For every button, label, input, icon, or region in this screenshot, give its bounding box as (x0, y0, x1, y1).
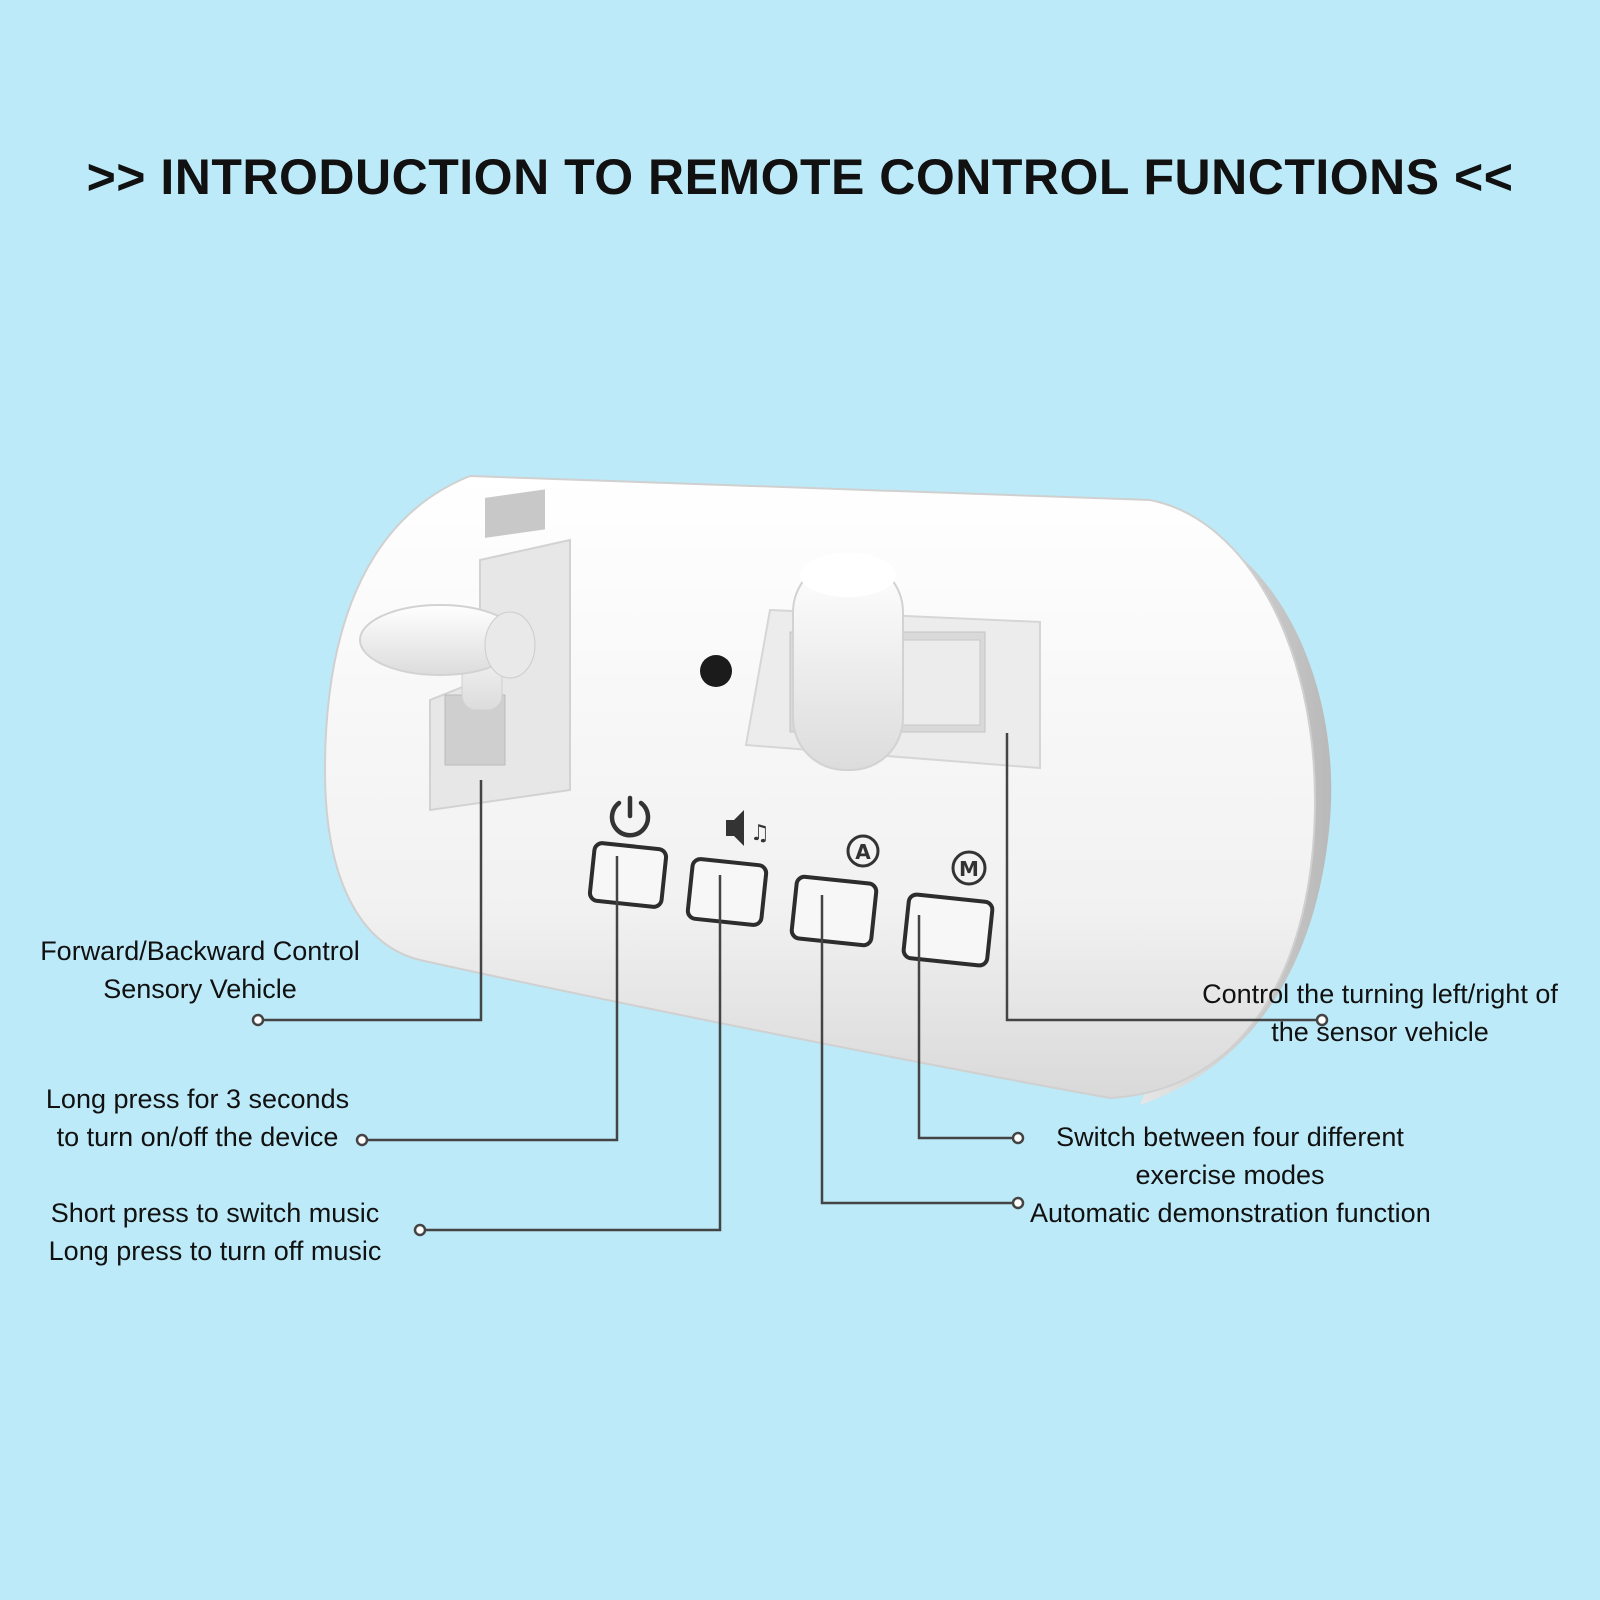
turning-lever[interactable] (744, 553, 1041, 771)
power-button[interactable] (587, 841, 669, 909)
callout-turning-line2: the sensor vehicle (1271, 1017, 1489, 1047)
leader-line-turning (1005, 733, 1318, 1022)
callout-music-line1: Short press to switch music (50, 1198, 380, 1228)
leader-dot-power (355, 1133, 369, 1147)
callout-modes: Switch between four different exercise m… (1030, 1118, 1430, 1194)
leader-line-music (424, 875, 722, 1232)
leader-dot-forward-backward (251, 1013, 265, 1027)
callout-power: Long press for 3 seconds to turn on/off … (20, 1080, 375, 1156)
leader-line-auto (820, 895, 1014, 1205)
leader-line-power (366, 856, 619, 1142)
exercise-mode-button[interactable] (901, 892, 995, 968)
callout-auto: Automatic demonstration function (1030, 1194, 1490, 1232)
callout-music-line2: Long press to turn off music (48, 1236, 382, 1266)
page-title: >> INTRODUCTION TO REMOTE CONTROL FUNCTI… (86, 149, 1514, 205)
auto-mode-icon: A (846, 834, 880, 868)
power-icon (609, 795, 651, 838)
leader-dot-modes (1011, 1131, 1025, 1145)
callout-modes-line1: Switch between four different (1056, 1122, 1404, 1152)
auto-demo-button[interactable] (789, 874, 879, 948)
forward-backward-lever[interactable] (359, 489, 571, 812)
callout-power-line2: to turn on/off the device (56, 1122, 339, 1152)
leader-dot-auto (1011, 1196, 1025, 1210)
callout-turning: Control the turning left/right of the se… (1170, 975, 1590, 1051)
leader-line-modes (917, 915, 1014, 1140)
callout-turning-line1: Control the turning left/right of (1202, 979, 1558, 1009)
speaker-music-icon: ♫ (726, 810, 770, 846)
remote-body (323, 474, 1332, 1105)
callout-forward-backward-line2: Sensory Vehicle (103, 974, 297, 1004)
svg-text:♫: ♫ (750, 821, 770, 846)
indicator-led (700, 655, 732, 687)
callout-forward-backward-line1: Forward/Backward Control (40, 936, 360, 966)
callout-modes-line2: exercise modes (1135, 1160, 1325, 1190)
leader-line-forward-backward (262, 780, 483, 1022)
callout-music: Short press to switch music Long press t… (20, 1194, 410, 1270)
svg-text:M: M (959, 857, 979, 881)
svg-text:A: A (855, 840, 871, 864)
music-button[interactable] (685, 857, 769, 927)
callout-power-line1: Long press for 3 seconds (45, 1084, 350, 1114)
mode-switch-icon: M (951, 850, 987, 886)
remote-shell (323, 474, 1317, 1100)
callout-auto-line1: Automatic demonstration function (1030, 1198, 1431, 1228)
leader-dot-music (413, 1223, 427, 1237)
callout-forward-backward: Forward/Backward Control Sensory Vehicle (20, 932, 380, 1008)
leader-dot-turning (1315, 1013, 1329, 1027)
